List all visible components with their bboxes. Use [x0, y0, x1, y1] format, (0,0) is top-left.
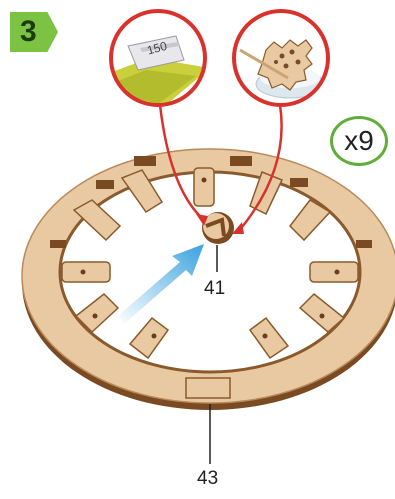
glue-applicator-icon: [234, 11, 328, 105]
sandpaper-icon: [90, 11, 210, 110]
quantity-badge: x9: [330, 116, 388, 166]
part-number-small-piece: 41: [204, 278, 225, 300]
part-number-ring: 43: [197, 468, 218, 490]
